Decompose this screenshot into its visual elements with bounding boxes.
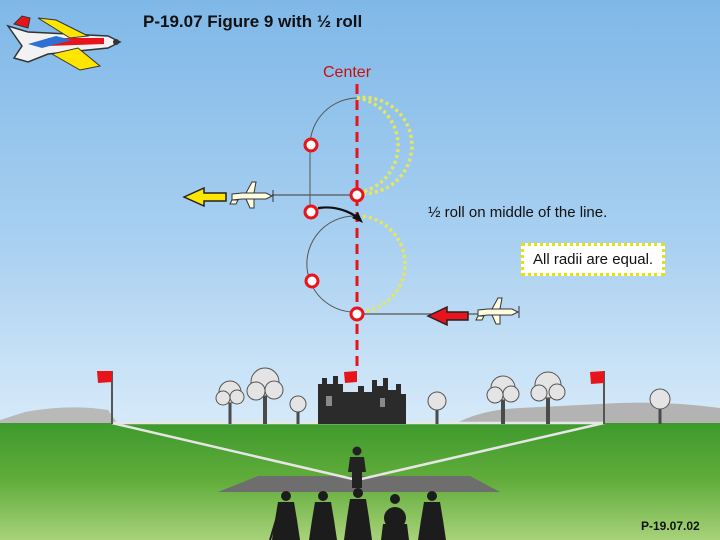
flag-icon xyxy=(344,371,357,383)
marker-circle xyxy=(304,273,320,289)
spectator-icon xyxy=(309,491,337,540)
flag-icon xyxy=(590,371,605,424)
model-plane-icon xyxy=(475,297,520,325)
marker-circle xyxy=(349,187,365,203)
radii-note: All radii are equal. xyxy=(521,243,666,276)
spectator-icon xyxy=(418,491,446,540)
roll-note: ½ roll on middle of the line. xyxy=(428,204,608,221)
spectator-icon xyxy=(344,488,372,540)
spectator-icon xyxy=(269,491,300,540)
flag-icon xyxy=(97,371,113,424)
entry-arrow xyxy=(426,305,469,327)
marker-circle xyxy=(349,306,365,322)
marker-circle xyxy=(303,204,319,220)
loop-path xyxy=(356,95,414,314)
half-roll-arrow-icon xyxy=(317,206,363,223)
tree-icon xyxy=(215,380,245,424)
page-title: P-19.07 Figure 9 with ½ roll xyxy=(143,12,363,31)
center-label: Center xyxy=(323,64,372,81)
tree-icon xyxy=(246,367,284,424)
position-markers xyxy=(303,137,365,322)
tree-icon xyxy=(649,388,671,424)
spectator-icon xyxy=(381,494,409,540)
left-hill xyxy=(0,407,118,424)
model-plane-icon xyxy=(229,181,274,209)
tree-icon xyxy=(427,391,447,424)
aerobatic-plane-logo-icon xyxy=(6,15,122,71)
marker-circle xyxy=(303,137,319,153)
figure-code: P-19.07.02 xyxy=(641,519,700,533)
right-hill xyxy=(455,402,720,424)
tree-icon xyxy=(289,395,307,424)
spectators xyxy=(269,488,446,540)
tree-icon xyxy=(486,375,520,424)
exit-arrow xyxy=(182,186,227,208)
pilot-icon xyxy=(348,446,366,488)
castle-icon xyxy=(318,376,406,424)
tree-icon xyxy=(530,371,566,424)
